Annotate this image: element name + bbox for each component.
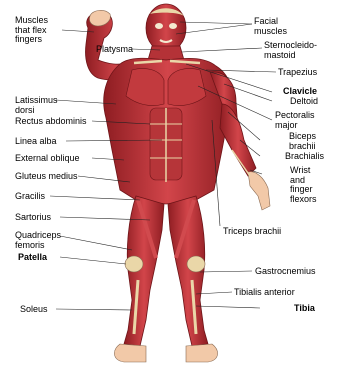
label-brachialis: Brachialis [285, 152, 324, 162]
legs [114, 196, 217, 362]
label-sartorius: Sartorius [15, 213, 51, 223]
label-linea-alba: Linea alba [15, 137, 57, 147]
label-quadriceps-femoris: Quadriceps femoris [15, 231, 61, 250]
torso [104, 46, 232, 204]
label-latissimus-dorsi: Latissimus dorsi [15, 96, 58, 115]
label-muscles-flex-fingers: Muscles that flex fingers [15, 16, 48, 45]
head [146, 4, 186, 52]
label-patella: Patella [18, 253, 47, 263]
label-tibia: Tibia [294, 304, 315, 314]
label-wrist-finger-flexors: Wrist and finger flexors [290, 166, 317, 204]
label-gluteus-medius: Gluteus medius [15, 172, 78, 182]
label-gracilis: Gracilis [15, 192, 45, 202]
label-sternocleidomastoid: Sternocleido- mastoid [264, 41, 317, 60]
label-deltoid: Deltoid [290, 97, 318, 107]
label-soleus: Soleus [20, 305, 48, 315]
label-gastrocnemius: Gastrocnemius [255, 267, 316, 277]
label-platysma: Platysma [96, 45, 133, 55]
label-external-oblique: External oblique [15, 154, 80, 164]
label-trapezius: Trapezius [278, 68, 317, 78]
label-triceps-brachii: Triceps brachii [223, 227, 281, 237]
label-facial-muscles: Facial muscles [254, 17, 287, 36]
label-rectus-abdominis: Rectus abdominis [15, 117, 87, 127]
label-pectoralis-major: Pectoralis major [275, 111, 315, 130]
label-biceps-brachii: Biceps brachii [289, 132, 316, 151]
label-tibialis-anterior: Tibialis anterior [234, 288, 295, 298]
